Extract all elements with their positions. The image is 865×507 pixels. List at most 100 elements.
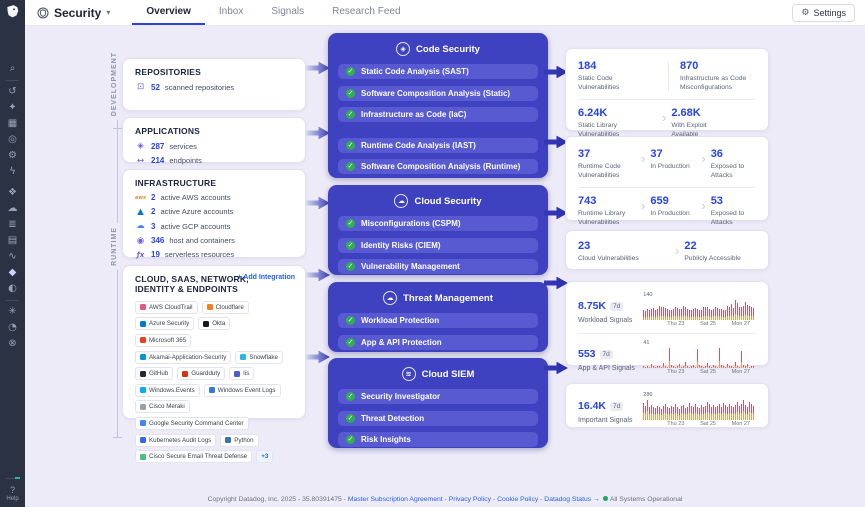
watchdog-icon[interactable]: ❖ xyxy=(8,187,17,198)
chart-bar xyxy=(747,407,749,420)
pipeline-item[interactable]: ✓Vulnerability Management xyxy=(338,259,538,274)
footer-link[interactable]: Datadog Status → xyxy=(544,496,600,503)
integration-pill[interactable]: Guardduty xyxy=(177,367,226,381)
serverless-item[interactable]: ƒx 19 serverless resources xyxy=(135,250,293,259)
item-value: 52 xyxy=(151,82,160,92)
compliance-icon[interactable]: ◐ xyxy=(8,283,17,294)
integration-pill[interactable]: Iis xyxy=(229,367,255,381)
network-icon[interactable]: ∿ xyxy=(8,251,17,262)
pipeline-item[interactable]: ✓Misconfigurations (CSPM) xyxy=(338,216,538,231)
integration-pill[interactable]: GitHub xyxy=(135,367,174,381)
services-item[interactable]: ◈ 287 services xyxy=(135,141,293,151)
pipeline-item[interactable]: ✓Infrastructure as Code (IaC) xyxy=(338,107,538,122)
integration-pill[interactable]: Microsoft 365 xyxy=(135,333,192,347)
infrastructure-icon[interactable]: ▦ xyxy=(7,118,18,129)
integration-pill[interactable]: Akamai-Application-Security xyxy=(135,350,232,364)
chart-bar xyxy=(729,366,731,368)
integration-pill[interactable]: Kubernetes Audit Logs xyxy=(135,433,217,447)
add-integration-button[interactable]: + Add Integration xyxy=(237,274,296,281)
hosts-containers-item[interactable]: ◉ 346 host and containers xyxy=(135,236,293,246)
pipeline-item[interactable]: ✓Security Investigator xyxy=(338,389,538,404)
pipeline-item[interactable]: ✓Risk Insights xyxy=(338,432,538,447)
integration-pill[interactable]: Python xyxy=(220,433,259,447)
integration-pill[interactable]: Cisco Secure Email Threat Defense xyxy=(135,450,253,464)
cloud-icon[interactable]: ☁ xyxy=(7,203,18,214)
chevron-right-icon xyxy=(701,151,705,166)
integration-pill[interactable]: Windows.Events xyxy=(135,383,200,397)
error-tracking-icon[interactable]: ⊗ xyxy=(8,338,17,349)
gcp-accounts-item[interactable]: ☁ 3 active GCP accounts xyxy=(135,221,293,231)
pipeline-item[interactable]: ✓Software Composition Analysis (Runtime) xyxy=(338,159,538,174)
help-icon[interactable]: ? xyxy=(9,485,15,495)
datadog-logo-icon[interactable] xyxy=(5,4,20,19)
integration-pill[interactable]: AWS CloudTrail xyxy=(135,300,198,314)
chart-bar xyxy=(685,362,687,368)
chart-bar xyxy=(701,405,703,420)
integration-pill[interactable]: Google Security Command Center xyxy=(135,416,249,430)
integration-pill[interactable]: Snowflake xyxy=(235,350,283,364)
more-integrations-badge[interactable]: +3 xyxy=(256,450,274,464)
bits-ai-icon[interactable]: ✦ xyxy=(8,102,17,113)
code-security-card: ◈ Code Security ✓Static Code Analysis (S… xyxy=(328,33,548,178)
footer-link[interactable]: Cookie Policy xyxy=(497,496,539,503)
integration-pill[interactable]: Cisco Meraki xyxy=(135,400,190,414)
pipeline-item[interactable]: ✓Software Composition Analysis (Static) xyxy=(338,85,538,101)
tab-overview[interactable]: Overview xyxy=(132,0,205,25)
tab-research-feed[interactable]: Research Feed xyxy=(332,6,401,17)
pipeline-item[interactable]: ✓Workload Protection xyxy=(338,313,538,328)
pipeline-item[interactable]: ✓App & API Protection xyxy=(338,334,538,350)
azure-accounts-item[interactable]: ▲ 2 active Azure accounts xyxy=(135,207,293,217)
settings-button[interactable]: ⚙ Settings xyxy=(792,3,855,22)
chart-bar xyxy=(691,406,693,420)
integration-pill[interactable]: Okta xyxy=(198,317,231,331)
chart-bar xyxy=(721,309,723,320)
pipeline-item[interactable]: ✓Identity Risks (CIEM) xyxy=(338,237,538,253)
azure-icon: ▲ xyxy=(137,206,144,217)
cisco-meraki-icon xyxy=(140,403,146,410)
integration-pill[interactable]: Azure Security xyxy=(135,317,195,331)
help-label[interactable]: Help xyxy=(6,496,19,502)
footer-link[interactable]: Privacy Policy xyxy=(448,496,492,503)
integration-pill[interactable]: Windows Event Logs xyxy=(203,383,281,397)
chart-bar xyxy=(651,364,653,368)
chart-bar xyxy=(657,406,659,420)
integrations-icon[interactable]: ✳ xyxy=(8,306,17,317)
aws-accounts-item[interactable]: aws 2 active AWS accounts xyxy=(135,193,293,202)
repositories-item[interactable]: ⊡ 52 scanned repositories xyxy=(135,82,293,92)
service-management-icon[interactable]: ⚙ xyxy=(8,150,17,161)
profiling-icon[interactable]: ◔ xyxy=(8,322,17,333)
product-switcher[interactable]: Security ▾ xyxy=(37,6,110,20)
pipeline-item[interactable]: ✓Static Code Analysis (SAST) xyxy=(338,64,538,79)
containers-icon[interactable]: ▤ xyxy=(7,235,18,246)
apm-icon[interactable]: ◎ xyxy=(8,134,17,145)
chart-bar xyxy=(649,367,651,368)
monitors-icon[interactable]: ϟ xyxy=(9,166,16,177)
security-icon[interactable]: ◆ xyxy=(8,267,17,278)
integration-pill[interactable]: Cloudflare xyxy=(201,300,249,314)
history-icon[interactable]: ↺ xyxy=(8,86,17,97)
logs-icon[interactable]: ≣ xyxy=(8,219,17,230)
footer-link[interactable]: Master Subscription Agreement xyxy=(347,496,443,503)
tab-inbox[interactable]: Inbox xyxy=(218,6,244,17)
endpoints-item[interactable]: ↔ 214 endpoints xyxy=(135,156,293,166)
tab-signals[interactable]: Signals xyxy=(271,6,305,17)
search-icon[interactable]: ⌕ xyxy=(9,63,16,74)
pipeline-item[interactable]: ✓Runtime Code Analysis (IAST) xyxy=(338,137,538,153)
pipeline-item[interactable]: ✓Threat Detection xyxy=(338,410,538,426)
